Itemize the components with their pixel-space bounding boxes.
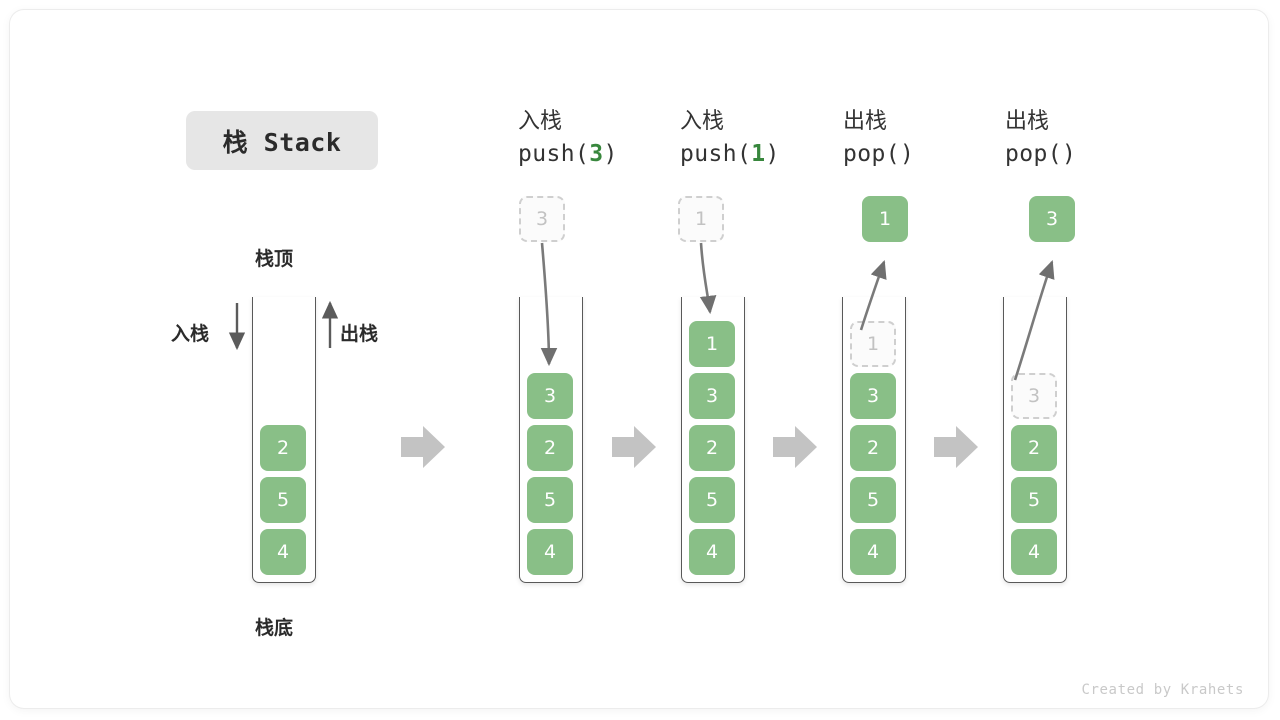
floating-cell-step-0: 3: [519, 196, 565, 242]
code-suffix: ): [603, 141, 618, 167]
step-header-code: push(3): [518, 137, 718, 171]
code-arg: 3: [589, 141, 604, 167]
code-suffix: ): [1062, 141, 1077, 167]
step-header-3: 出栈 pop(): [1005, 107, 1205, 171]
footer-credit: Created by Krahets: [1081, 682, 1244, 698]
stack-container-step-0: [519, 297, 583, 583]
stack-cell-step-3-3: 4: [1011, 529, 1057, 575]
stack-cell-step-3-1: 2: [1011, 425, 1057, 471]
stack-container-initial: [252, 297, 316, 583]
stack-cell-initial-1: 5: [260, 477, 306, 523]
step-header-code: pop(): [843, 137, 1043, 171]
step-header-0: 入栈 push(3): [518, 107, 718, 171]
stack-cell-step-0-1: 2: [527, 425, 573, 471]
step-header-cjk: 出栈: [1005, 109, 1050, 134]
stack-cell-step-2-3: 5: [850, 477, 896, 523]
step-header-cjk: 出栈: [843, 109, 888, 134]
label-stack-bottom: 栈底: [255, 617, 294, 639]
stack-cell-step-1-4: 4: [689, 529, 735, 575]
stack-cell-step-2-0: 1: [850, 321, 896, 367]
transition-block-arrow-3: [934, 426, 978, 468]
stack-cell-step-2-4: 4: [850, 529, 896, 575]
stack-cell-step-1-3: 5: [689, 477, 735, 523]
stack-cell-step-1-0: 1: [689, 321, 735, 367]
code-suffix: ): [765, 141, 780, 167]
stack-container-step-1: [681, 297, 745, 583]
transition-block-arrow-1: [612, 426, 656, 468]
stack-cell-step-0-2: 5: [527, 477, 573, 523]
label-pop: 出栈: [340, 323, 379, 345]
stack-cell-step-3-2: 5: [1011, 477, 1057, 523]
stack-cell-initial-0: 2: [260, 425, 306, 471]
stack-container-step-3: [1003, 297, 1067, 583]
code-prefix: pop(: [1005, 141, 1062, 167]
floating-cell-step-1: 1: [678, 196, 724, 242]
page-title: 栈 Stack: [222, 127, 342, 157]
stack-cell-initial-2: 4: [260, 529, 306, 575]
stack-cell-step-3-0: 3: [1011, 373, 1057, 419]
stack-cell-step-2-2: 2: [850, 425, 896, 471]
step-header-cjk: 入栈: [518, 109, 563, 134]
stack-container-step-2: [842, 297, 906, 583]
stack-cell-step-1-2: 2: [689, 425, 735, 471]
floating-cell-step-3: 3: [1029, 196, 1075, 242]
step-header-1: 入栈 push(1): [680, 107, 880, 171]
step-header-cjk: 入栈: [680, 109, 725, 134]
step-header-2: 出栈 pop(): [843, 107, 1043, 171]
stack-cell-step-1-1: 3: [689, 373, 735, 419]
code-arg: 1: [751, 141, 766, 167]
code-prefix: push(: [518, 141, 590, 167]
transition-block-arrow-0: [401, 426, 445, 468]
stack-cell-step-0-0: 3: [527, 373, 573, 419]
code-prefix: push(: [680, 141, 752, 167]
label-push: 入栈: [171, 323, 210, 345]
transition-block-arrow-2: [773, 426, 817, 468]
code-prefix: pop(: [843, 141, 900, 167]
stack-cell-step-2-1: 3: [850, 373, 896, 419]
page-title-badge: 栈 Stack: [186, 111, 378, 170]
code-suffix: ): [900, 141, 915, 167]
label-stack-top: 栈顶: [255, 248, 294, 270]
step-header-code: pop(): [1005, 137, 1205, 171]
step-header-code: push(1): [680, 137, 880, 171]
stack-cell-step-0-3: 4: [527, 529, 573, 575]
floating-cell-step-2: 1: [862, 196, 908, 242]
